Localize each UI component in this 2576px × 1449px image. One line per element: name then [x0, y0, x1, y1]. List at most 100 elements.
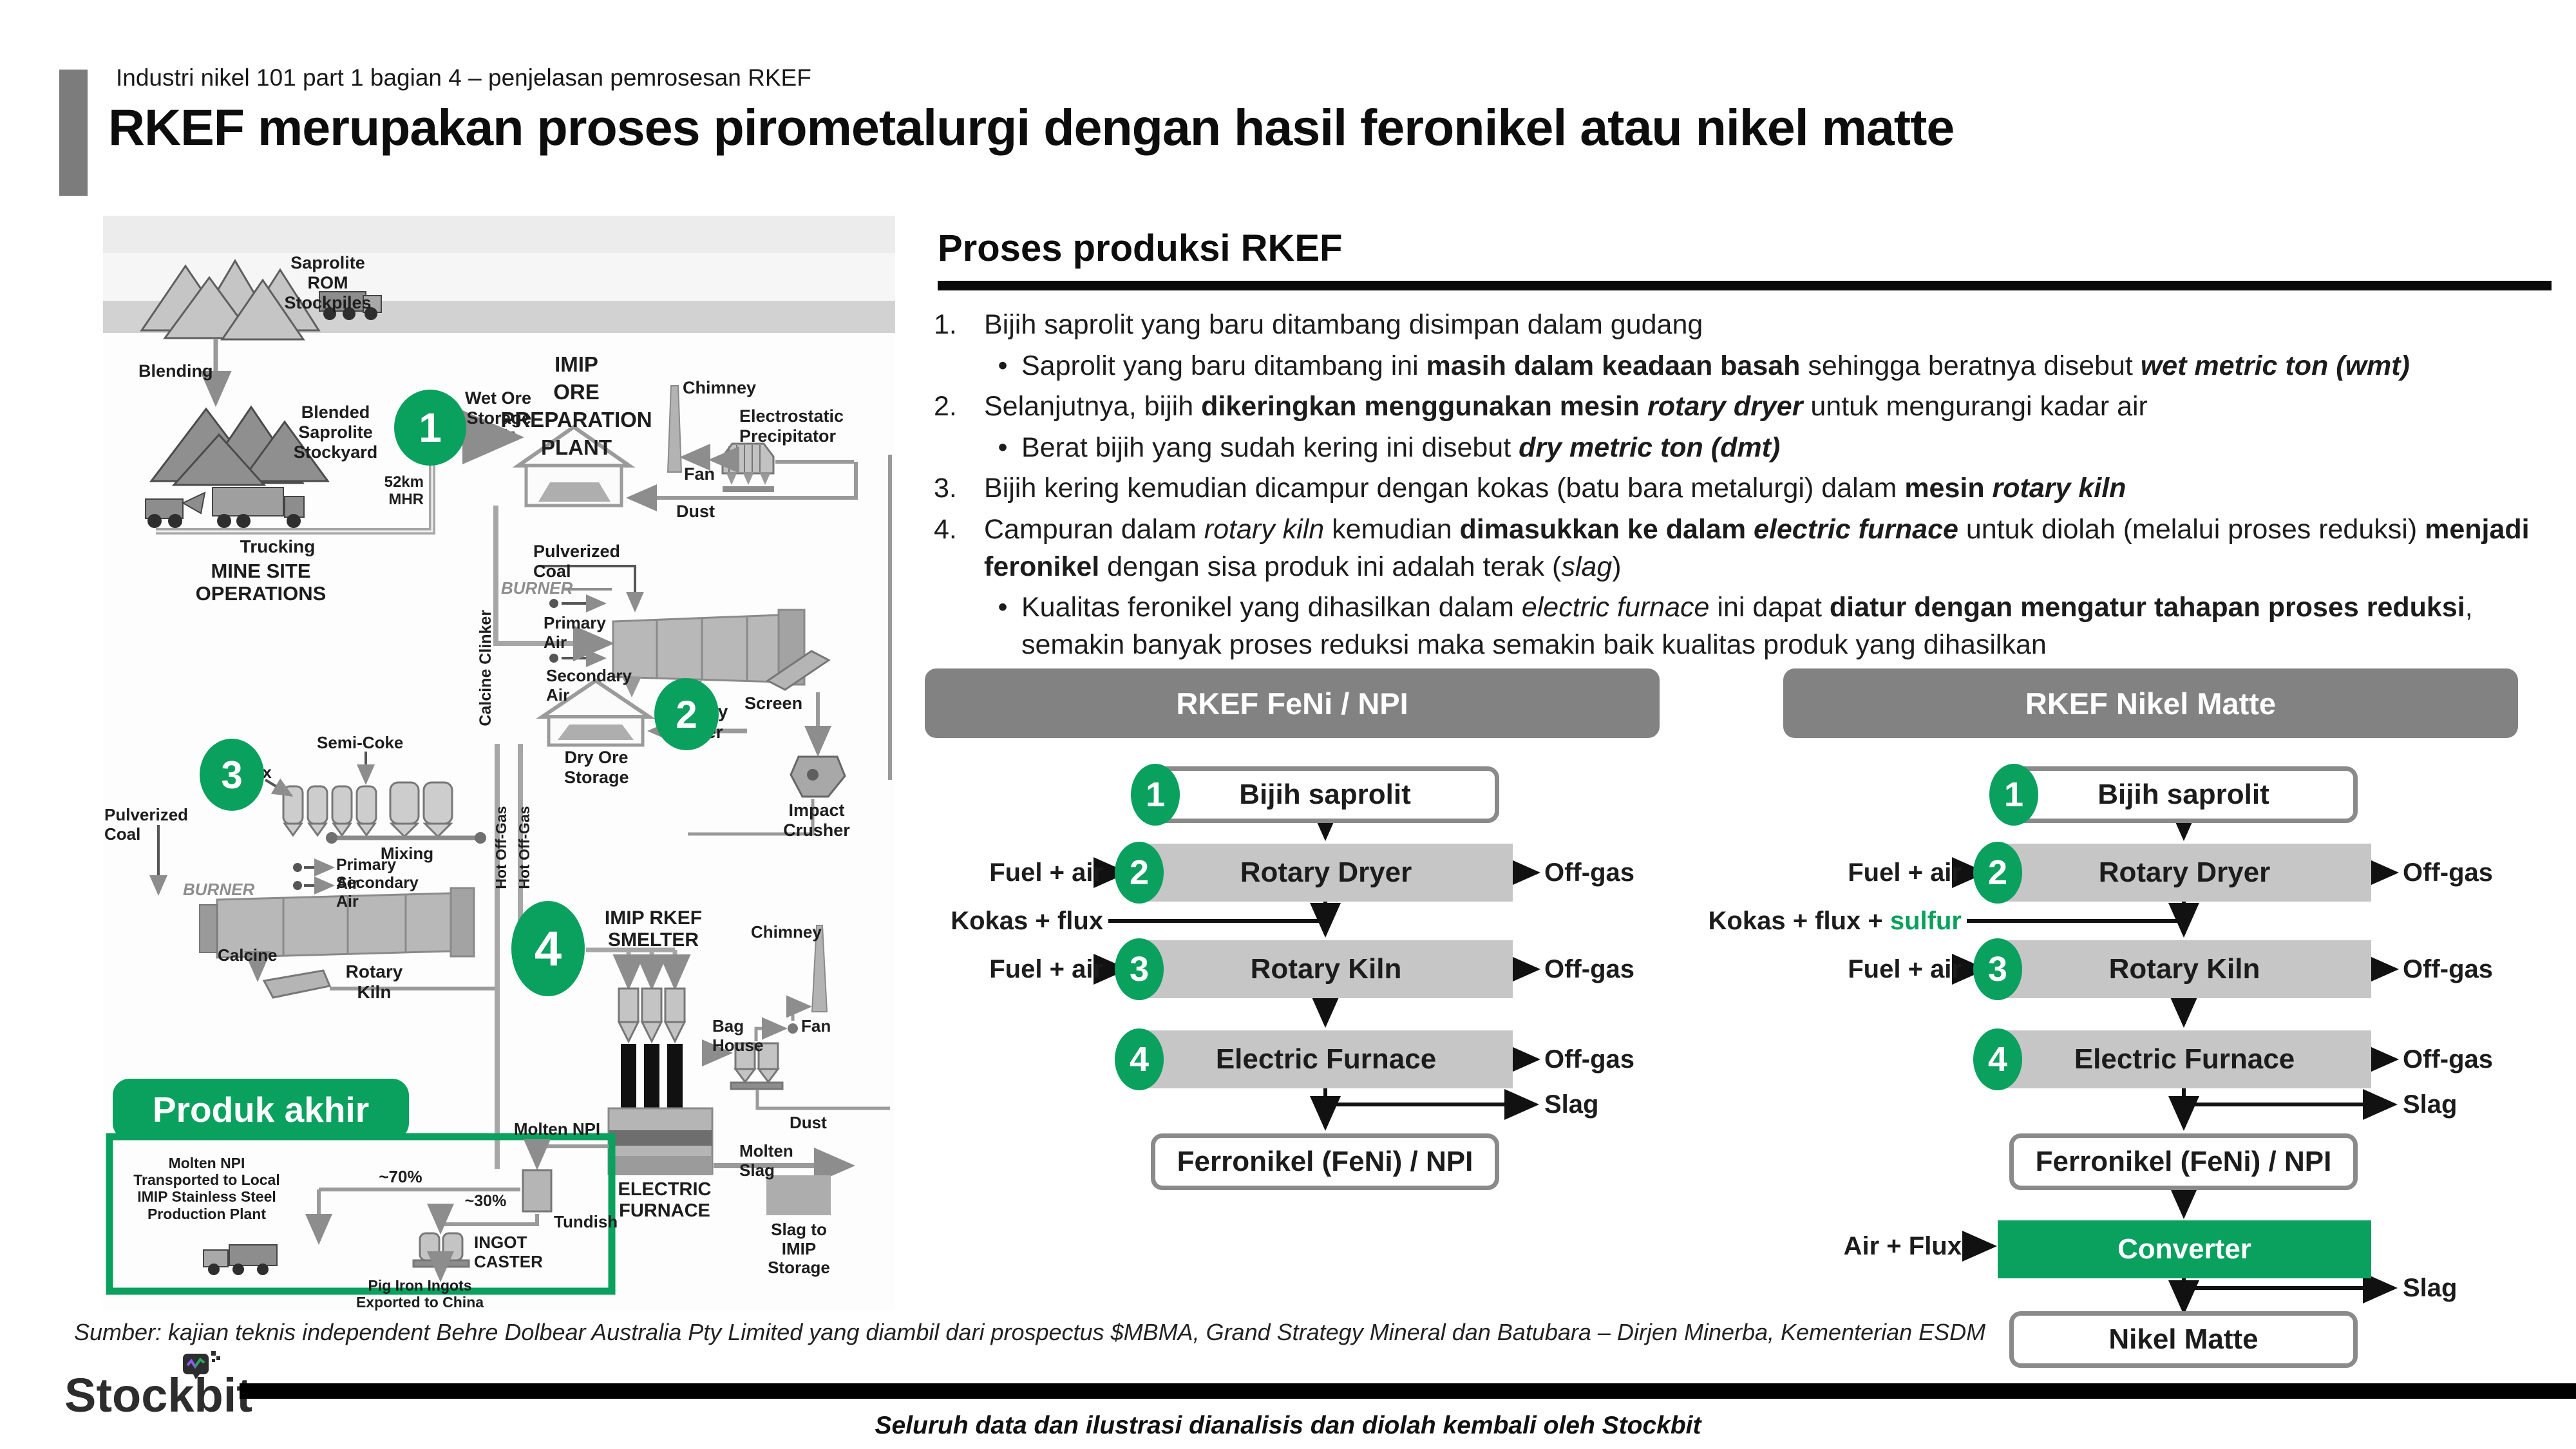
electric-furnace-shape: [607, 1107, 714, 1175]
feni-slag: Slag: [1544, 1090, 1599, 1119]
matte-slag-1: Slag: [2403, 1090, 2458, 1119]
box-label: Rotary Kiln: [1250, 953, 1402, 985]
esp-shape: [721, 442, 775, 492]
box-label: Electric Furnace: [2074, 1043, 2295, 1075]
calcine-screen-shape: [262, 969, 332, 999]
label-calcine: Calcine: [218, 945, 278, 965]
matte-offgas-3: Off-gas: [2403, 1045, 2493, 1074]
feni-badge-2: 2: [1115, 842, 1164, 904]
npi-tundish-line: [524, 1139, 609, 1170]
label-chimney1: Chimney: [683, 378, 757, 397]
matte-badge-3: 3: [1973, 938, 2022, 1000]
matte-box-converter: Converter: [1998, 1220, 2371, 1278]
label-dry-ore: Dry Ore Storage: [564, 748, 629, 787]
mixing-conveyor: [326, 832, 486, 844]
feni-offgas-3: Off-gas: [1544, 1045, 1634, 1074]
feni-badge-1: 1: [1131, 764, 1180, 826]
label-screen: Screen: [744, 694, 803, 713]
label-burner1: BURNER: [501, 578, 573, 598]
screen-shape: [766, 650, 831, 691]
label-fan2: Fan: [801, 1016, 831, 1036]
matte-header: RKEF Nikel Matte: [1783, 668, 2518, 738]
matte-air-flux: Air + Flux: [1843, 1232, 1962, 1260]
label-chimney2: Chimney: [751, 922, 822, 942]
dust2-line: [755, 1090, 890, 1110]
item-number: 1.: [934, 309, 957, 340]
flow-chart-matte: RKEF Nikel Matte Bijih saprolit 1 Rotary…: [1709, 668, 2518, 1368]
stockbit-wordmark: Stockbit: [64, 1368, 252, 1422]
box-label: Rotary Kiln: [2108, 953, 2260, 985]
item-number: 4.: [934, 514, 957, 545]
list-subitem-4a: • Kualitas feronikel yang dihasilkan dal…: [934, 589, 2557, 663]
mine-truck-icon: [319, 291, 382, 320]
label-dust1: Dust: [676, 502, 715, 521]
matte-fuel-air-2: Fuel + air: [1848, 955, 1962, 983]
haul-road-line: [156, 433, 433, 533]
label-hot-offgas-2: Hot Off-Gas: [515, 806, 533, 889]
feni-header: RKEF FeNi / NPI: [925, 668, 1660, 738]
stockbit-logo-icon: [183, 1351, 220, 1379]
list-subitem-2a: • Berat bijih yang sudah kering ini dise…: [934, 430, 2557, 467]
label-electric-furnace: ELECTRIC FURNACE: [618, 1179, 712, 1222]
auxflux-line: [264, 778, 294, 797]
label-pig-iron: Pig Iron Ingots Exported to China: [355, 1277, 484, 1311]
matte-offgas-1: Off-gas: [2403, 858, 2493, 887]
schematic-shapes: [103, 216, 895, 1295]
saprolite-stockpiles: [140, 259, 321, 341]
label-trucking: Trucking: [240, 536, 316, 556]
pair1-dot: [549, 599, 558, 608]
matte-box-furnace: Electric Furnace 4: [1973, 1028, 2371, 1090]
smelter-hoppers: [617, 987, 687, 1044]
fan-chimney2-line: [786, 995, 812, 1021]
list-item-2: 2. Selanjutnya, bijih dikeringkan menggu…: [934, 388, 2557, 426]
label-primary-air-2: Primary Air: [336, 856, 397, 893]
box-label: Ferronikel (FeNi) / NPI: [1177, 1146, 1473, 1177]
label-npi-note: Molten NPI Transported to Local IMIP Sta…: [133, 1155, 280, 1222]
item-number: 3.: [934, 473, 957, 504]
label-blended-stockyard: Blended Saprolite Stockyard: [293, 402, 378, 462]
diagram-badge-2: 2: [654, 678, 719, 750]
label-dust2: Dust: [790, 1113, 827, 1132]
feni-box-ore: Bijih saprolit 1: [1131, 764, 1499, 826]
label-molten-npi: Molten NPI: [513, 1119, 601, 1139]
loader-truck-icon: [145, 487, 305, 528]
label-hot-offgas-1: Hot Off-Gas: [492, 806, 509, 889]
matte-badge-1: 1: [1989, 764, 2038, 826]
sair1-dot: [549, 654, 558, 663]
dust-return-line: [626, 462, 858, 511]
matte-box-dryer: Rotary Dryer 2: [1973, 842, 2371, 904]
label-ingot-caster: INGOT CASTER: [474, 1233, 543, 1271]
item-text: Bijih saprolit yang baru ditambang disim…: [984, 309, 1703, 340]
matte-badge-4: 4: [1973, 1028, 2022, 1090]
bullet: •: [998, 592, 1008, 623]
feni-badge-3: 3: [1115, 938, 1164, 1000]
feni-badge-4: 4: [1115, 1028, 1164, 1090]
label-fan1: Fan: [684, 464, 715, 484]
label-impact-crusher: Impact Crusher: [783, 800, 850, 840]
box-label: Converter: [2117, 1233, 2251, 1265]
sky-band: [103, 216, 895, 253]
feni-fuel-air-1: Fuel + air: [989, 858, 1103, 887]
matte-offgas-2: Off-gas: [2403, 955, 2493, 983]
label-imip-smelter: IMIP RKEF SMELTER: [604, 907, 703, 951]
fan2-shape: [788, 1023, 798, 1034]
item-text: Selanjutnya, bijih dikeringkan menggunak…: [984, 391, 2148, 422]
chimney1-shape: [667, 385, 683, 473]
box-label: Rotary Dryer: [1240, 857, 1412, 888]
label-saprolite-rom: Saprolite ROM Stockpiles: [284, 253, 372, 312]
subitem-text: Berat bijih yang sudah kering ini disebu…: [1021, 431, 1781, 463]
list-subitem-1a: • Saprolit yang baru ditambang ini masih…: [934, 348, 2557, 385]
feni-offgas-1: Off-gas: [1544, 858, 1634, 887]
pair2-dot: [293, 863, 302, 872]
matte-slag-2: Slag: [2403, 1274, 2458, 1302]
rotary-kiln-shape: [199, 887, 475, 959]
label-pulverized-coal-2: Pulverized Coal: [104, 805, 189, 844]
item-number: 2.: [934, 391, 957, 422]
label-30pct: ~30%: [464, 1192, 507, 1210]
tundish-shape: [522, 1169, 553, 1213]
bullet: •: [998, 431, 1008, 463]
feni-kokas-flux: Kokas + flux: [951, 907, 1103, 935]
label-tundish: Tundish: [554, 1212, 618, 1231]
npi-truck-icon: [203, 1244, 278, 1275]
